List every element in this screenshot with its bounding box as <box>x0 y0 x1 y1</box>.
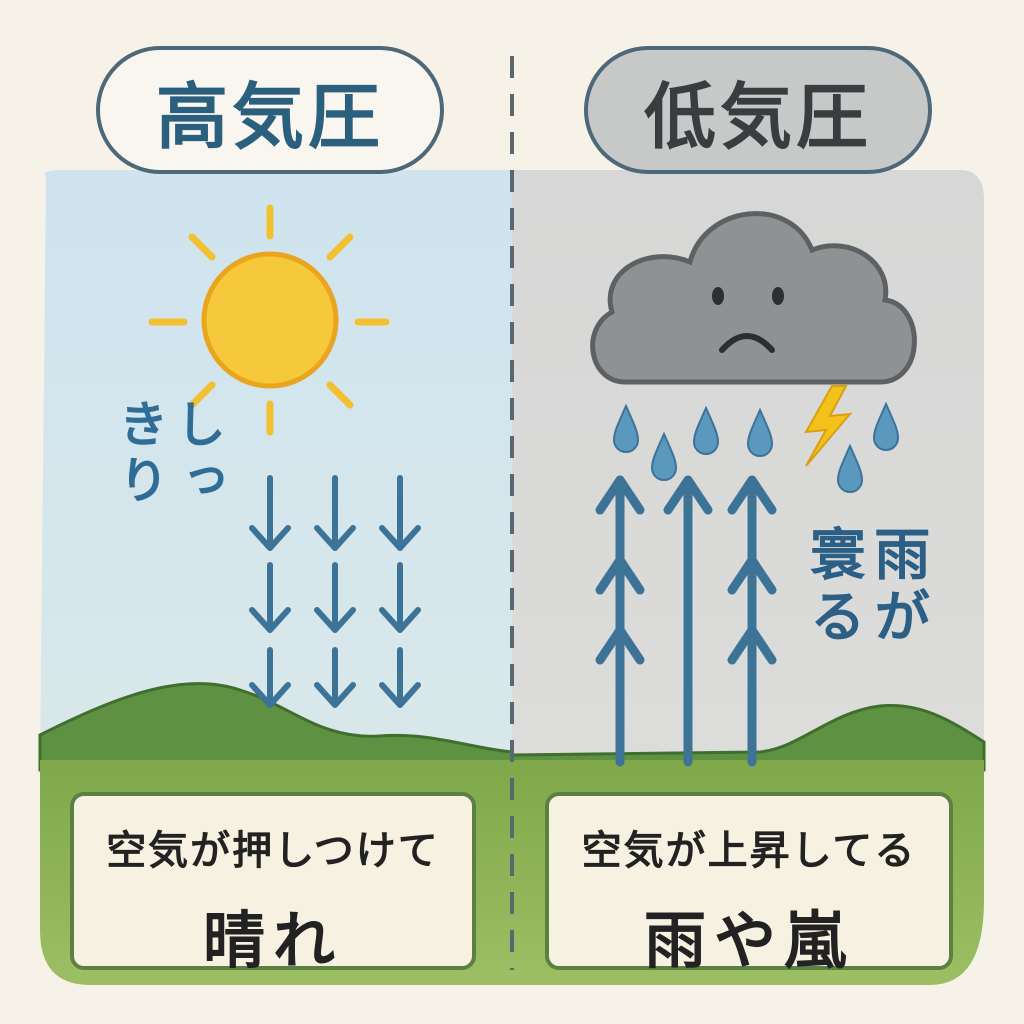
caption-left-line2: 晴れ <box>202 904 343 977</box>
down-arrow-icon <box>314 647 356 708</box>
down-arrow-icon <box>379 562 421 633</box>
down-arrows <box>249 475 421 708</box>
sky-left <box>40 170 512 760</box>
sun-icon <box>148 204 390 436</box>
raindrop-icon <box>872 401 900 451</box>
side-label-left: しっきり <box>110 398 227 510</box>
up-arrows <box>595 475 777 767</box>
down-arrow-icon <box>379 475 421 551</box>
down-arrow-icon <box>379 647 421 708</box>
raindrop-icon <box>612 403 640 453</box>
down-arrow-icon <box>249 475 291 551</box>
hill-right <box>510 703 986 772</box>
caption-right-line1: 空気が上昇してる <box>581 828 917 874</box>
title-low-pressure: 低気圧 <box>584 46 932 174</box>
raindrops <box>612 401 900 493</box>
down-arrow-icon <box>314 562 356 633</box>
raindrop-icon <box>650 431 678 481</box>
hill-left <box>38 682 514 772</box>
caption-left-line1: 空気が押しつけて <box>106 828 440 874</box>
down-arrow-icon <box>249 647 291 708</box>
title-high-pressure: 高気圧 <box>96 46 444 174</box>
caption-box-right: 空気が上昇してる 雨や嵐 <box>545 792 953 977</box>
down-arrow-icon <box>249 562 291 633</box>
cloud-icon <box>590 211 917 385</box>
down-arrow-icon <box>314 475 356 551</box>
lightning-icon <box>804 385 853 467</box>
raindrop-icon <box>836 443 864 493</box>
sad-face-icon <box>712 287 784 353</box>
caption-right-line2: 雨や嵐 <box>643 904 854 977</box>
up-arrow-icon <box>727 475 777 767</box>
side-label-right: 雨が寰る <box>800 525 930 649</box>
raindrop-icon <box>692 405 720 455</box>
caption-box-left: 空気が押しつけて 晴れ <box>70 792 476 977</box>
up-arrow-icon <box>595 475 645 767</box>
raindrop-icon <box>746 407 774 457</box>
up-arrow-icon <box>663 475 713 767</box>
